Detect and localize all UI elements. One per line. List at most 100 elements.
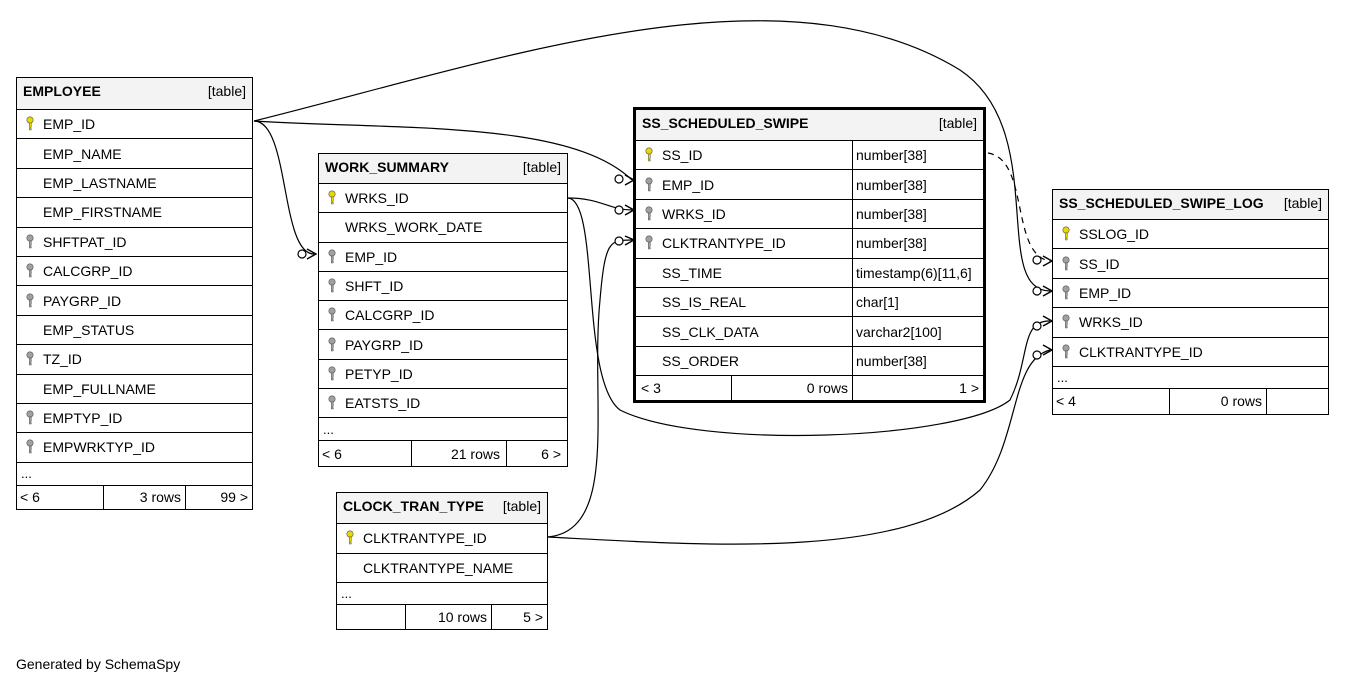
column-row[interactable]: EMP_STATUS <box>17 314 252 344</box>
primary-key-icon <box>644 147 654 163</box>
column-row[interactable]: WRKS_ID <box>319 183 567 212</box>
column-row[interactable]: EATSTS_ID <box>319 388 567 417</box>
column-row[interactable]: WRKS_WORK_DATE <box>319 212 567 241</box>
foreign-key-icon <box>327 249 337 265</box>
children-count[interactable]: 1 > <box>852 376 983 401</box>
column-name: WRKS_ID <box>1079 314 1143 331</box>
column-type: number[38] <box>852 141 983 170</box>
column-row[interactable]: WRKS_ID <box>1053 307 1328 336</box>
column-row[interactable]: EMP_NAME <box>17 138 252 167</box>
primary-key-icon <box>1061 226 1071 242</box>
column-name: PAYGRP_ID <box>43 292 122 309</box>
parents-count[interactable]: < 4 <box>1056 393 1076 410</box>
column-row[interactable]: EMP_ID <box>17 109 252 138</box>
column-row[interactable]: WRKS_ID number[38] <box>636 198 983 229</box>
column-row[interactable]: SS_TIME timestamp(6)[11,6] <box>636 257 983 287</box>
primary-key-icon <box>327 190 337 206</box>
table-ss-scheduled-swipe-log[interactable]: SS_SCHEDULED_SWIPE_LOG [table] SSLOG_ID S… <box>1052 189 1329 415</box>
column-name: EMP_ID <box>345 248 398 265</box>
row-count: 10 rows <box>405 605 491 629</box>
column-row[interactable]: EMPTYP_ID <box>17 402 252 432</box>
table-employee[interactable]: EMPLOYEE [table] EMP_ID EMP_NAME EMP_LASTN… <box>16 77 253 510</box>
table-header: EMPLOYEE [table] <box>17 78 252 109</box>
column-name: EATSTS_ID <box>345 395 421 412</box>
table-tag: [table] <box>522 159 561 175</box>
column-type: number[38] <box>852 346 983 376</box>
foreign-key-icon <box>25 234 35 250</box>
column-type: number[38] <box>852 199 983 229</box>
foreign-key-icon <box>25 293 35 309</box>
column-row[interactable]: CALCGRP_ID <box>319 300 567 329</box>
column-name: EMP_FULLNAME <box>43 380 156 397</box>
children-count[interactable] <box>1266 388 1328 414</box>
column-row[interactable]: SS_IS_REAL char[1] <box>636 286 983 317</box>
column-row[interactable]: PAYGRP_ID <box>319 329 567 358</box>
table-footer: 10 rows 5 > <box>337 604 547 629</box>
children-count[interactable]: 99 > <box>185 485 252 509</box>
column-row[interactable]: EMP_FULLNAME <box>17 373 252 403</box>
column-row[interactable]: CLKTRANTYPE_ID <box>1053 336 1328 366</box>
foreign-key-icon <box>327 307 337 323</box>
primary-key-icon <box>345 530 355 546</box>
column-row[interactable]: EMP_LASTNAME <box>17 167 252 197</box>
column-row[interactable]: SHFTPAT_ID <box>17 226 252 256</box>
edge-ss-swipe-ss-log <box>987 152 1051 262</box>
foreign-key-icon <box>1061 344 1071 360</box>
column-row[interactable]: CLKTRANTYPE_NAME <box>337 552 547 583</box>
column-row[interactable]: CALCGRP_ID <box>17 255 252 285</box>
more-columns: ... <box>1053 365 1328 388</box>
column-row[interactable]: EMP_ID <box>319 241 567 271</box>
column-name: SS_ID <box>1079 255 1120 272</box>
edge-employee-work-summary <box>253 120 315 255</box>
foreign-key-icon <box>644 177 654 193</box>
column-name: EMP_LASTNAME <box>43 174 157 191</box>
row-count: 3 rows <box>103 485 185 509</box>
column-row[interactable]: TZ_ID <box>17 344 252 373</box>
column-row[interactable]: EMP_ID <box>1053 277 1328 307</box>
parents-count[interactable]: < 6 <box>20 489 40 506</box>
table-footer: < 3 0 rows 1 > <box>636 375 983 401</box>
column-row[interactable]: SS_ID number[38] <box>636 140 983 170</box>
column-name: SS_ID <box>662 147 703 164</box>
foreign-key-icon <box>644 235 654 251</box>
column-row[interactable]: PETYP_ID <box>319 358 567 388</box>
column-row[interactable]: EMPWRKTYP_ID <box>17 432 252 461</box>
column-row[interactable]: SHFT_ID <box>319 270 567 300</box>
foreign-key-icon <box>25 439 35 455</box>
column-type: timestamp(6)[11,6] <box>852 258 983 287</box>
column-row[interactable]: CLKTRANTYPE_ID <box>337 523 547 553</box>
column-name: CLKTRANTYPE_ID <box>1079 343 1203 360</box>
parents-count[interactable]: < 3 <box>641 380 661 397</box>
column-name: WRKS_ID <box>662 205 726 222</box>
column-name: EMPWRKTYP_ID <box>43 439 156 456</box>
table-name: EMPLOYEE <box>23 83 101 99</box>
foreign-key-icon <box>327 395 337 411</box>
parents-count[interactable]: < 6 <box>322 445 342 462</box>
row-count: 0 rows <box>731 376 852 401</box>
column-row[interactable]: SS_ID <box>1053 248 1328 277</box>
table-header: SS_SCHEDULED_SWIPE_LOG [table] <box>1053 190 1328 219</box>
column-name: EMP_ID <box>43 116 96 133</box>
column-row[interactable]: PAYGRP_ID <box>17 285 252 314</box>
column-name: SS_TIME <box>662 264 722 281</box>
column-name: EMP_FIRSTNAME <box>43 204 163 221</box>
column-row[interactable]: SSLOG_ID <box>1053 219 1328 248</box>
column-row[interactable]: EMP_FIRSTNAME <box>17 197 252 226</box>
table-tag: [table] <box>938 115 977 131</box>
children-count[interactable]: 5 > <box>491 605 547 629</box>
column-name: PAYGRP_ID <box>345 336 424 353</box>
foreign-key-icon <box>1061 256 1071 272</box>
children-count[interactable]: 6 > <box>506 441 567 467</box>
foreign-key-icon <box>327 337 337 353</box>
column-type: char[1] <box>852 287 983 317</box>
column-name: SS_IS_REAL <box>662 294 747 311</box>
table-footer: < 6 21 rows 6 > <box>319 440 567 467</box>
